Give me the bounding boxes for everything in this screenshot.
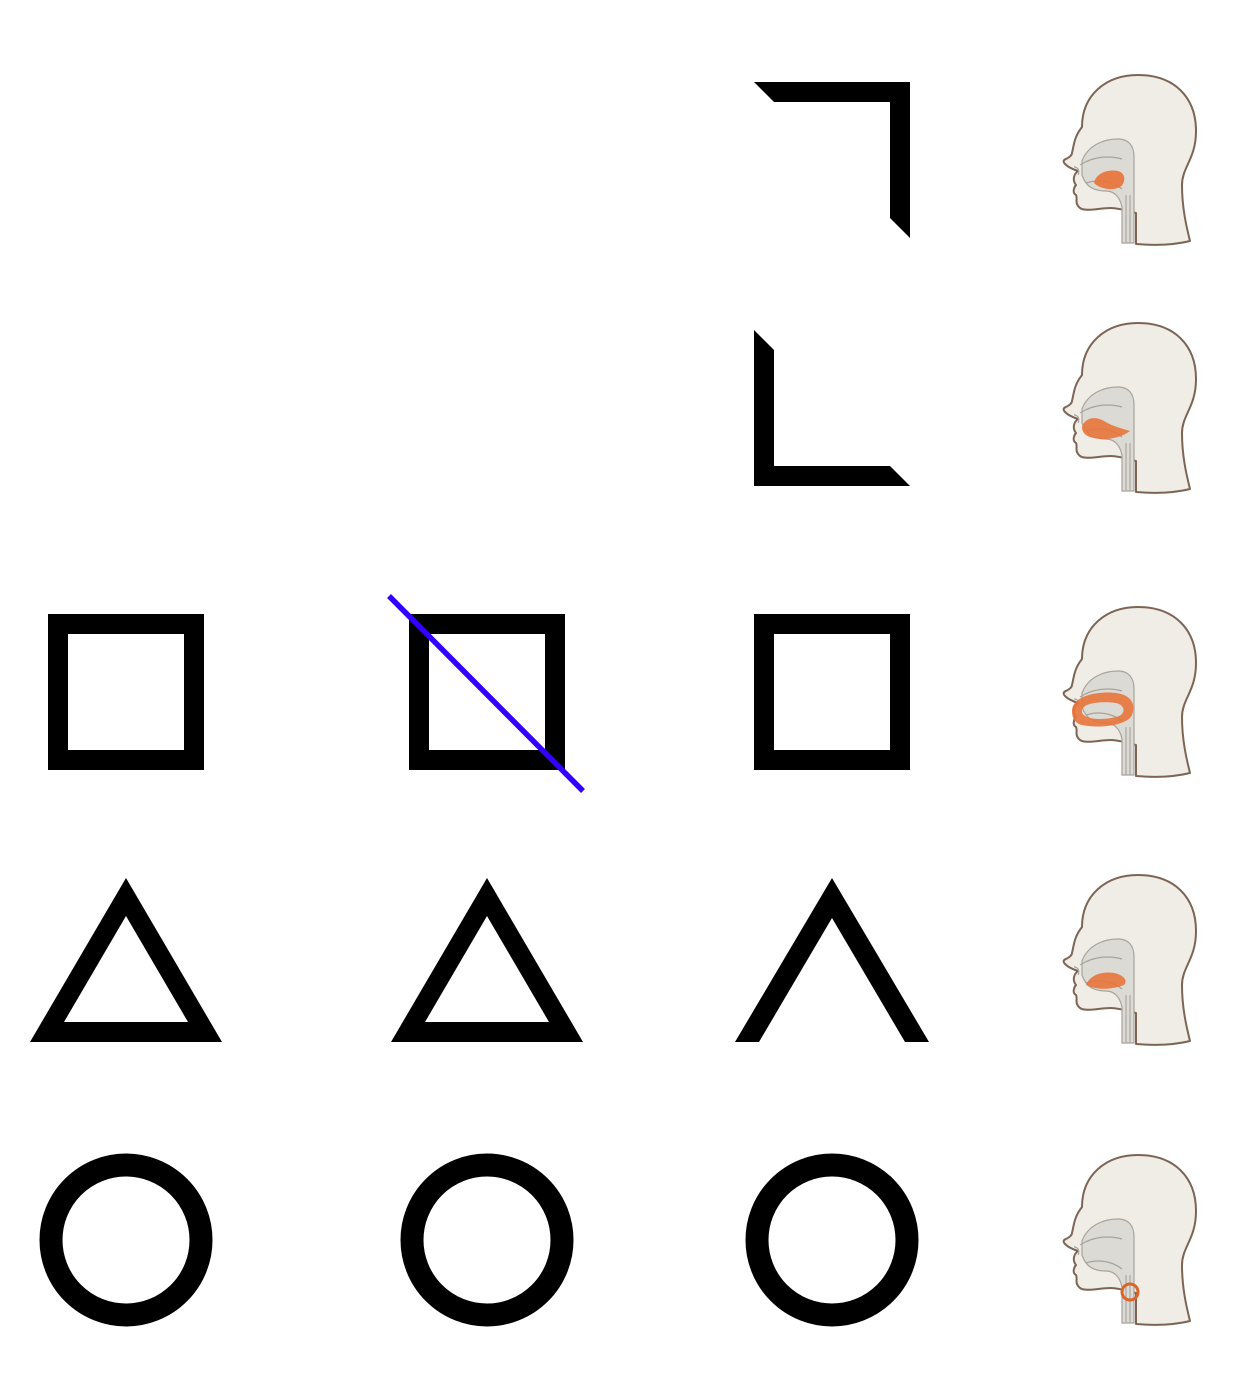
circle-glyph-col-3 (745, 1153, 919, 1327)
head-profile-tongue-mid-icon (1062, 874, 1197, 1046)
square-glyph-col-3 (754, 614, 910, 770)
corner-top-right-glyph (754, 82, 910, 238)
head-profile-larynx-icon (1062, 1154, 1197, 1326)
square-glyph-col-1 (48, 614, 204, 770)
circle-glyph-col-1 (39, 1153, 213, 1327)
strikethrough-line (387, 594, 585, 793)
triangle-glyph-col-1 (30, 878, 222, 1042)
caret-glyph (735, 878, 929, 1042)
head-profile-lips-icon (1062, 606, 1197, 778)
corner-bottom-left-glyph (754, 330, 910, 486)
head-profile-tongue-back-icon (1062, 74, 1197, 246)
circle-glyph-col-2 (400, 1153, 574, 1327)
head-profile-tongue-front-icon (1062, 322, 1197, 494)
triangle-glyph-col-2 (391, 878, 583, 1042)
